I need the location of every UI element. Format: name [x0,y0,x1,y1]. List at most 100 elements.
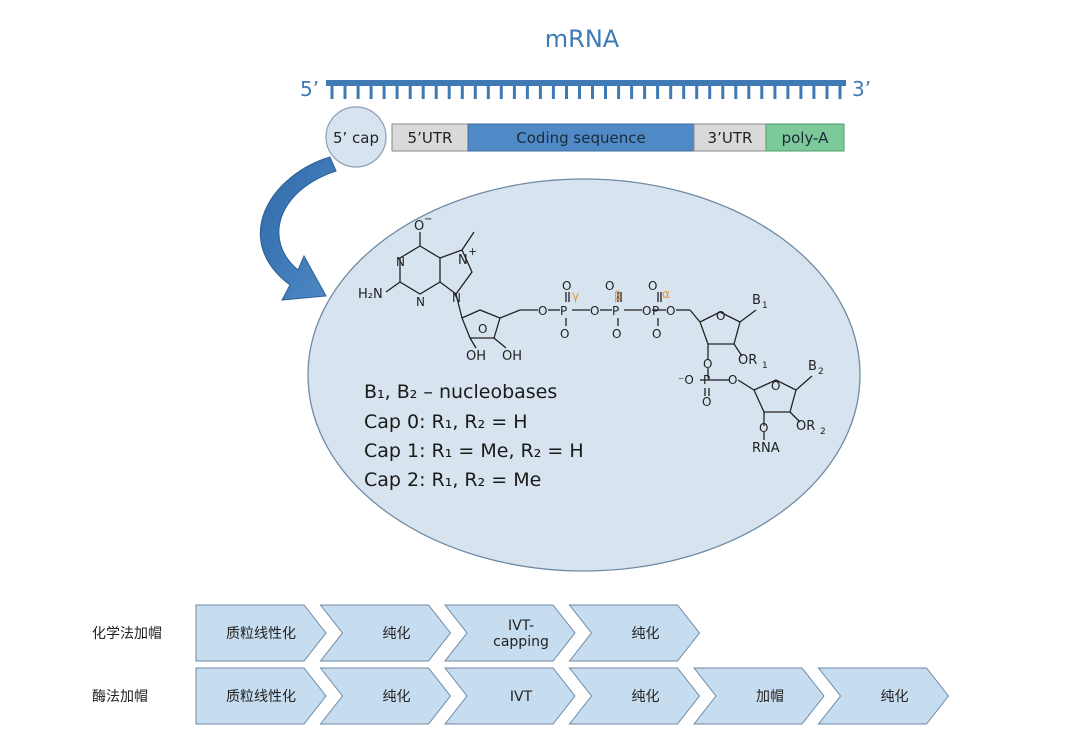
o-link-4: O [666,304,675,318]
process-step-chevron [443,667,576,725]
ring-o-2: O [716,309,725,323]
rna-label: RNA [752,441,780,456]
process-step-chevron [443,604,576,662]
o-bridge-top: O [703,357,712,371]
utr3-label: 3’UTR [708,129,753,147]
cap-circle [325,106,387,168]
process-step-label: 质粒线性化 [226,626,296,642]
o-rna-link: O [759,421,768,435]
cap-label: 5’ cap [333,129,379,147]
strand-tick [486,86,490,99]
process-row-label: 化学法加帽 [92,626,162,642]
strand-tick [499,86,503,99]
or1-subscript: 1 [762,361,768,371]
process-step-label: 质粒线性化 [226,689,296,705]
curved-arrow-icon [259,156,337,301]
o-minus-top: O [414,219,424,234]
h2n-group: H₂N [358,287,383,302]
o-link-3: O [642,304,651,318]
b2-base: B [808,359,817,374]
process-step-label: 纯化 [632,689,660,705]
strand-tick [734,86,738,99]
strand-tick [395,86,399,99]
strand-tick [786,86,790,99]
process-step-chevron [568,667,701,725]
five-prime-label: 5’ [300,77,319,101]
strand-tick [565,86,568,99]
coding-segment [467,123,695,152]
p-beta: P [612,304,619,318]
oh-right: OH [502,349,522,364]
strand-tick [421,86,425,99]
strand-tick [551,86,555,99]
process-step-chevron [319,667,452,725]
process-step-label: 纯化 [632,626,660,642]
process-step-label: 纯化 [383,689,411,705]
strand-tick [473,86,477,99]
n-atom-3: N [452,291,461,305]
mrna-segment-bar: 5’UTR Coding sequence 3’UTR poly-A 5’ ca… [325,106,845,168]
strand-tick [695,86,699,99]
p-alpha: P [652,304,659,318]
strand-tick [447,86,451,99]
strand-tick [538,86,542,99]
cap-chemical-structure [385,231,813,440]
polya-segment [765,123,845,152]
or2-group: OR [796,419,815,434]
strand-tick [682,86,686,99]
o-top-alpha: O [648,279,657,293]
utr3-segment [693,123,767,152]
o-bot-beta: O [612,327,621,341]
alpha-label: α [662,287,670,301]
strand-tick [630,86,634,99]
diagram-title: mRNA [545,25,620,53]
o-bridge-bottom: O [702,395,711,409]
n-plus-atom: N [458,253,468,268]
process-step-chevron [195,667,327,725]
legend-line-3: Cap 1: R₁ = Me, R₂ = H [364,440,584,462]
mrna-strand: 5’ 3’ [300,77,871,101]
strand-tick [356,86,360,99]
strand-tick [643,86,647,99]
o-top-gamma: O [562,279,571,293]
process-step-chevron [195,604,327,662]
b2-subscript: 2 [818,367,824,377]
strand-tick [525,86,529,99]
p-gamma: P [560,304,567,318]
utr5-segment [391,123,469,152]
three-prime-label: 3’ [852,77,871,101]
strand-tick [812,86,816,99]
o-link-1: O [538,304,547,318]
strand-tick [382,86,386,99]
legend-line-1: B₁, B₂ – nucleobases [364,381,557,403]
legend-line-2: Cap 0: R₁, R₂ = H [364,411,528,433]
strand-tick [578,86,581,99]
strand-tick [773,86,777,99]
ring-o-3: O [771,379,780,393]
strand-tick [604,86,607,99]
process-step-label: IVT [510,689,533,705]
process-step-chevron [568,604,701,662]
strand-tick [721,86,725,99]
o-bot-gamma: O [560,327,569,341]
utr5-label: 5’UTR [408,129,453,147]
coding-label: Coding sequence [516,129,645,147]
strand-tick [838,86,842,99]
structure-labels: O − N + H₂N N N N O OH OH O P γ O O O P … [358,214,826,456]
o-top-beta: O [605,279,614,293]
strand-tick [656,86,660,99]
process-step-label: 纯化 [881,689,909,705]
strand-tick [512,86,516,99]
strand-backbone [326,80,846,86]
strand-tick [408,86,412,99]
strand-tick [708,86,712,99]
oh-left: OH [466,349,486,364]
o-minus-left: ⁻O [678,373,694,387]
n-atom-1: N [396,255,405,269]
strand-tick [760,86,764,99]
o-minus-top-charge: − [424,214,432,225]
strand-tick [343,86,347,99]
or1-group: OR [738,353,757,368]
process-row-label: 酶法加帽 [92,689,148,705]
